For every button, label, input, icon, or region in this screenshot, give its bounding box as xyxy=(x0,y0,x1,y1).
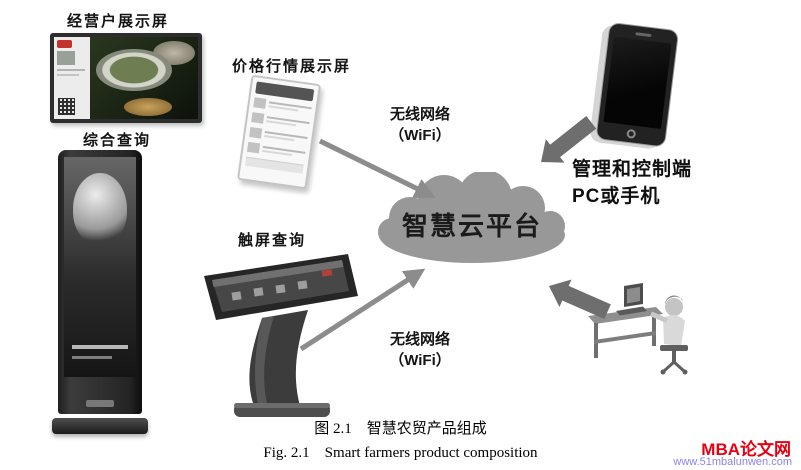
smartphone-screen xyxy=(603,36,672,129)
management-label-line1: 管理和控制端 xyxy=(572,159,693,180)
floor-kiosk-illustration xyxy=(52,150,148,434)
desk-workstation-illustration xyxy=(588,283,688,375)
touch-query-label: 触屏查询 xyxy=(238,232,307,249)
touch-kiosk-screen xyxy=(204,254,358,320)
merchant-badge xyxy=(57,40,72,48)
food-dish xyxy=(124,98,172,116)
monitor-on-desk xyxy=(616,283,647,316)
merchant-display-illustration xyxy=(50,33,202,123)
kiosk-screen-text xyxy=(72,356,112,359)
tablet-footer-bar xyxy=(244,156,304,174)
wifi-label-bottom-line2: （WiFi） xyxy=(389,352,451,369)
merchant-photo xyxy=(57,51,75,65)
kiosk-base xyxy=(52,418,148,434)
tablet-text-lines xyxy=(268,101,312,113)
smartphone-speaker xyxy=(635,32,652,38)
touch-kiosk-stand xyxy=(234,310,330,417)
cloud-shape xyxy=(378,172,565,263)
smartphone-home-button xyxy=(626,128,637,139)
smartphone-illustration xyxy=(589,21,685,153)
wifi-label-bottom-line1: 无线网络 xyxy=(389,331,450,348)
wifi-label-top-line2: （WiFi） xyxy=(389,127,451,144)
kiosk-body xyxy=(58,150,142,414)
watermark-brand: MBA论文网 xyxy=(701,440,791,459)
tablet-thumbnail xyxy=(251,112,265,124)
price-display-label: 价格行情展示屏 xyxy=(232,58,352,75)
seated-person xyxy=(650,295,688,375)
kiosk-screen-text xyxy=(72,345,128,349)
tablet-text-lines xyxy=(266,116,310,128)
merchant-food-photo xyxy=(90,37,198,119)
management-label-line2: PC或手机 xyxy=(572,186,661,207)
smartphone-body xyxy=(595,21,680,148)
tablet-thumbnail xyxy=(253,97,267,109)
figure-caption-en: Fig. 2.1 Smart farmers product compositi… xyxy=(263,445,538,461)
touch-kiosk-illustration xyxy=(204,254,358,417)
comprehensive-query-label: 综合查询 xyxy=(83,132,152,149)
management-terminal-label: 管理和控制端 PC或手机 xyxy=(572,156,692,210)
tablet-thumbnail xyxy=(249,126,263,139)
food-plate xyxy=(96,49,172,91)
price-tablet-illustration xyxy=(236,74,322,190)
kiosk-screen xyxy=(64,157,136,377)
wifi-label-top-line1: 无线网络 xyxy=(389,106,450,123)
cloud-platform-label: 智慧云平台 xyxy=(401,211,542,241)
tablet-text-lines xyxy=(262,145,306,158)
kiosk-logo xyxy=(86,400,114,407)
wifi-label-top: 无线网络 （WiFi） xyxy=(370,104,470,146)
kiosk-screen-image xyxy=(73,173,127,245)
merchant-screen-sidebar xyxy=(54,37,90,119)
wifi-label-bottom: 无线网络 （WiFi） xyxy=(370,329,470,371)
cloud-body xyxy=(378,172,565,263)
merchant-text-line xyxy=(57,74,79,76)
figure-caption-zh: 图 2.1 智慧农贸产品组成 xyxy=(314,421,487,437)
merchant-text-line xyxy=(57,69,85,71)
tablet-text-lines xyxy=(264,131,308,143)
merchant-display-label: 经营户展示屏 xyxy=(67,13,170,30)
watermark-url: www.51mbalunwen.com xyxy=(673,456,792,468)
qr-code xyxy=(58,98,75,115)
merchant-screen xyxy=(54,37,198,119)
tablet-thumbnail xyxy=(246,141,261,154)
